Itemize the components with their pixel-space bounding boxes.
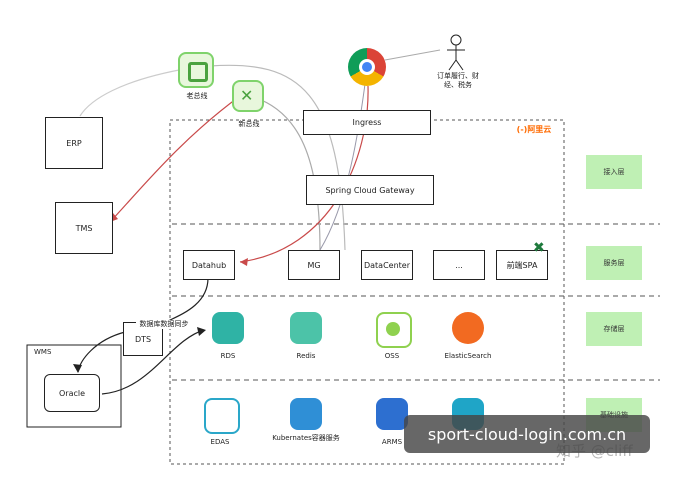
spa-x-icon: ✖: [533, 240, 545, 256]
arrowhead-rds: [197, 327, 206, 336]
layer-storage: 存储层: [586, 312, 642, 346]
arrowhead-datahub: [240, 258, 248, 266]
oracle-to-rds: [101, 329, 205, 395]
new-bus-label: 新总线: [238, 120, 260, 128]
spring-cloud-gateway-box[interactable]: Spring Cloud Gateway: [306, 175, 434, 205]
old-bus-label: 老总线: [186, 92, 208, 100]
old-bus-icon: [178, 52, 214, 88]
rds-icon: [212, 312, 244, 344]
redis-label: Redis: [296, 352, 316, 360]
oracle-db[interactable]: Oracle: [44, 374, 100, 412]
new-bus-icon: ✕: [232, 80, 264, 112]
sync-label: 数据库数据同步: [136, 320, 192, 329]
aliyun-logo: (-)阿里云: [516, 125, 552, 134]
newbus-to-tms: [109, 95, 241, 223]
kubernetes-label: Kubernates容器服务: [272, 434, 340, 442]
rds-label: RDS: [220, 352, 236, 360]
edas-label: EDAS: [210, 438, 230, 446]
user-label: 订单履行、财经、税务: [437, 72, 479, 89]
browser-to-gateway: [319, 83, 366, 251]
service-datahub[interactable]: Datahub: [183, 250, 235, 280]
layer-access: 接入层: [586, 155, 642, 189]
new-bus-to-mg: [249, 95, 321, 251]
edas-icon: [204, 398, 240, 434]
datahub-to-dts: [165, 277, 209, 323]
oss-icon: [376, 312, 412, 348]
ingress-box[interactable]: Ingress: [303, 110, 431, 135]
service-more[interactable]: ...: [433, 250, 485, 280]
service-datacenter[interactable]: DataCenter: [361, 250, 413, 280]
user-icon: [447, 34, 465, 71]
cloud-frame: [169, 119, 565, 465]
arms-icon: [376, 398, 408, 430]
service-mg[interactable]: MG: [288, 250, 340, 280]
service-frontend-spa[interactable]: 前端SPA: [496, 250, 548, 280]
site-watermark: sport-cloud-login.com.cn: [404, 415, 650, 453]
wms-frame: [26, 344, 122, 428]
elasticsearch-label: ElasticSearch: [444, 352, 492, 360]
dts-to-oracle: [77, 331, 126, 373]
erp-box[interactable]: ERP: [45, 117, 103, 169]
arms-label: ARMS: [381, 438, 403, 446]
browser-user-link: [384, 49, 441, 61]
old-bus-to-mg: [209, 64, 346, 251]
layer-service: 服务层: [586, 246, 642, 280]
kubernetes-icon: [290, 398, 322, 430]
chrome-icon: [348, 48, 386, 86]
arrowhead-oracle: [73, 364, 82, 373]
old-bus-to-erp: [79, 67, 191, 117]
oss-label: OSS: [384, 352, 400, 360]
elasticsearch-icon: [452, 312, 484, 344]
wms-label: WMS: [34, 348, 52, 356]
tms-box[interactable]: TMS: [55, 202, 113, 254]
redis-icon: [290, 312, 322, 344]
